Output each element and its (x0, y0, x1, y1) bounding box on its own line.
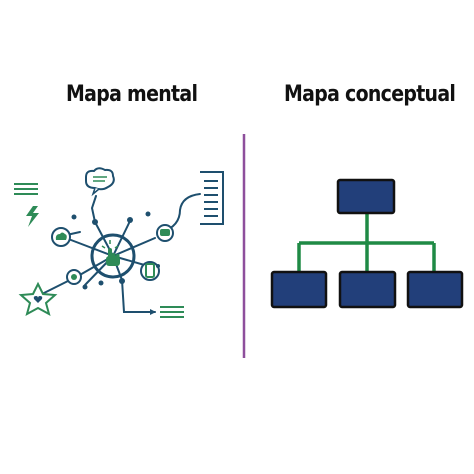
hand-pointer-icon (101, 240, 120, 266)
chat-icon (160, 229, 170, 236)
heart-icon (33, 296, 43, 303)
phone-node (140, 261, 160, 281)
concept-map (270, 178, 464, 309)
chat-node (156, 224, 174, 242)
arrow-lines-icon (150, 306, 184, 318)
mind-map (37, 193, 201, 313)
mind-map-title: Mapa mental (66, 82, 198, 107)
lines-icon (14, 183, 38, 195)
lightning-icon (26, 206, 39, 227)
hub-circle (90, 233, 136, 279)
notes-icon (200, 171, 224, 225)
cloud-icon (55, 232, 67, 240)
target-node (66, 269, 82, 285)
star-icon (18, 281, 58, 317)
chat-bubble-icon (85, 167, 115, 197)
phone-icon (145, 263, 155, 278)
cloud-node (51, 227, 71, 247)
small-dots (71, 211, 160, 290)
concept-box-middle (338, 270, 397, 309)
concept-box-left (270, 270, 328, 309)
concept-box-right (406, 270, 464, 309)
concept-box-top (336, 178, 396, 215)
concept-map-title: Mapa conceptual (284, 82, 456, 107)
connectors (297, 213, 436, 272)
